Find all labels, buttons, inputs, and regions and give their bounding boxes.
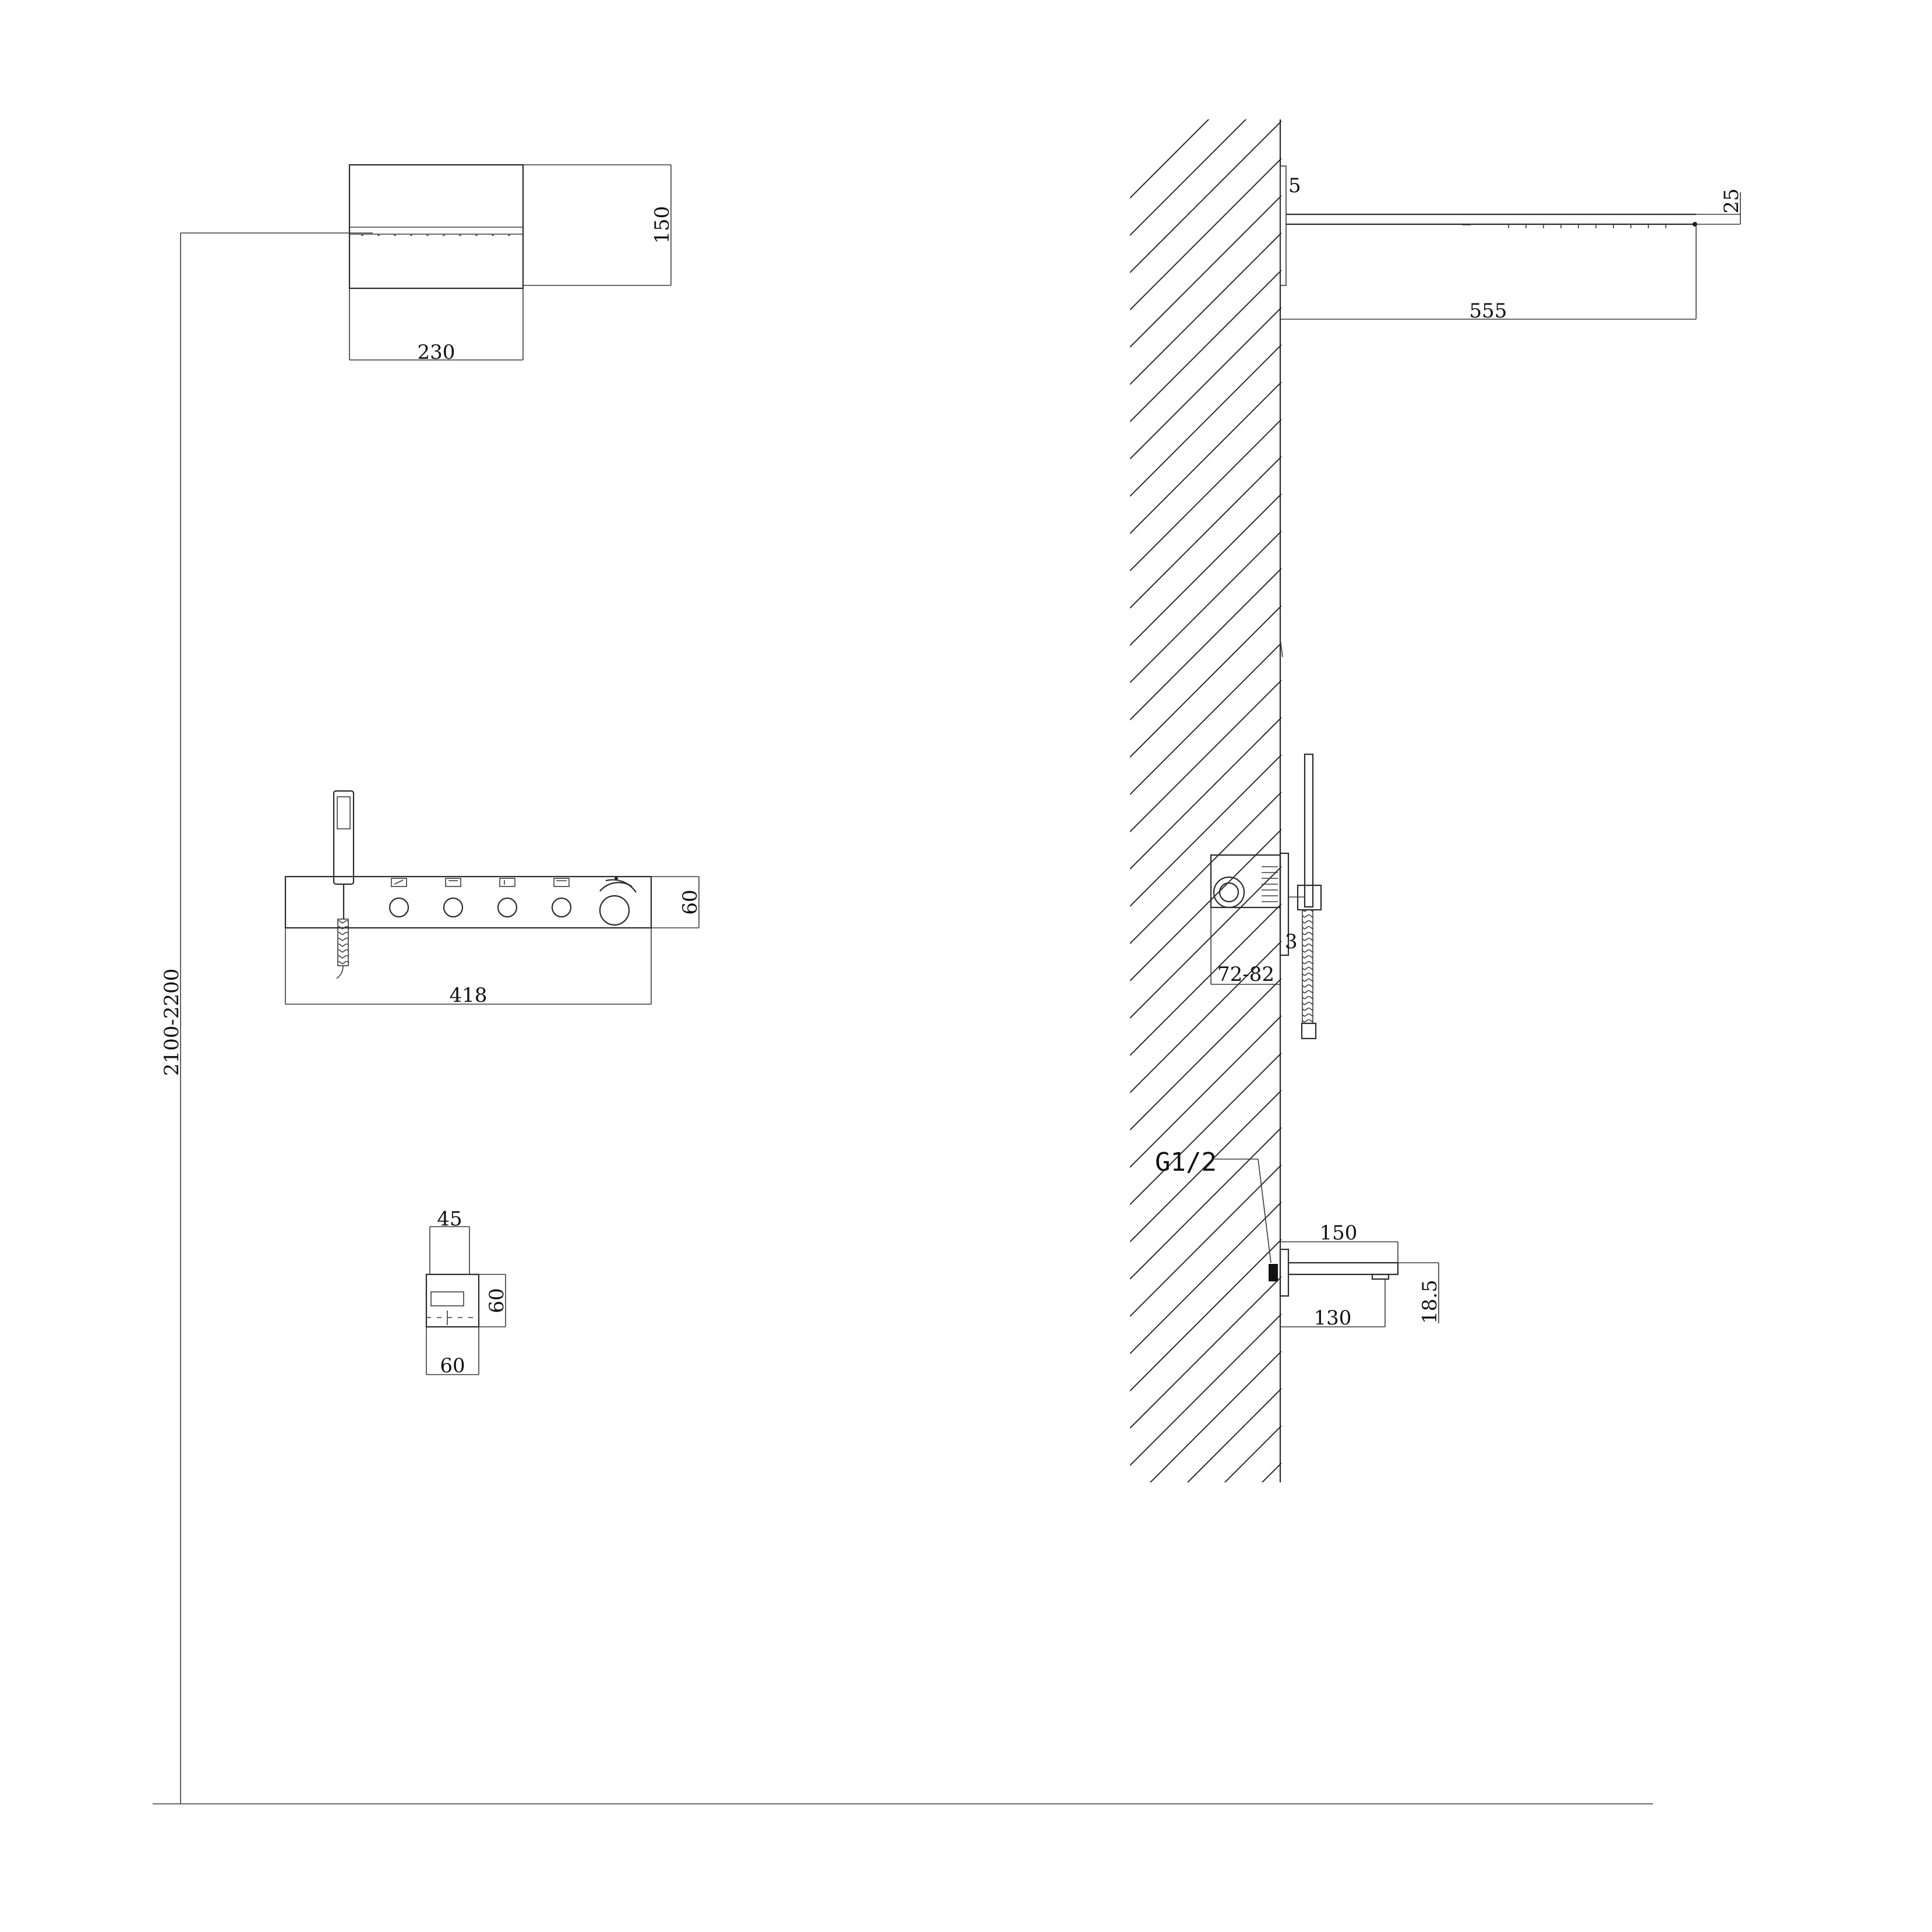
- box-depth-label: 72-82: [1217, 963, 1274, 986]
- hatch-line: [1130, 1202, 1281, 1354]
- hatch-line: [1130, 195, 1281, 348]
- hatch-line: [1261, 1463, 1281, 1482]
- hatch-line: [1130, 456, 1281, 609]
- hatch-line: [1130, 158, 1281, 310]
- control-panel-front-view: 418 60: [284, 790, 702, 1007]
- hatch-line: [1130, 307, 1281, 460]
- function-button-3[interactable]: [497, 878, 518, 918]
- hatch-line: [1130, 121, 1281, 273]
- hatch-line: [1130, 419, 1281, 571]
- hatch-line: [1130, 119, 1247, 236]
- box-gap-label: 3: [1285, 930, 1298, 953]
- head-width-label: 230: [418, 341, 455, 364]
- holder-bottom-label: 60: [440, 1354, 465, 1378]
- hatch-line: [1130, 754, 1281, 907]
- panel-height-label: 60: [679, 889, 702, 914]
- hatch-line: [1130, 1127, 1281, 1280]
- panel-width-label: 418: [450, 984, 488, 1007]
- hand-shower: [333, 790, 355, 979]
- hatch-line: [1130, 1500, 1281, 1652]
- hatch-line: [1130, 642, 1281, 795]
- hatch-line: [1130, 1090, 1281, 1242]
- hatch-line: [1130, 1650, 1281, 1801]
- hatch-line: [1130, 531, 1281, 683]
- shower-arm-side-view: 5 25 555: [1280, 165, 1743, 323]
- spout-length-label: 150: [1320, 1221, 1358, 1245]
- hatch-line: [1130, 941, 1281, 1093]
- hatch-line: [1130, 1575, 1281, 1726]
- hatch-line: [1130, 568, 1281, 720]
- hatch-line: [1130, 1687, 1281, 1838]
- shower-head-front-view: 230 150: [348, 164, 674, 364]
- function-button-1[interactable]: [388, 878, 409, 918]
- arm-plate-label: 5: [1288, 174, 1301, 197]
- hatch-line: [1130, 717, 1281, 870]
- hatch-line: [1130, 1164, 1281, 1317]
- spout-height-label: 18.5: [1418, 1280, 1442, 1324]
- function-button-2[interactable]: [443, 878, 464, 918]
- hatch-line: [1130, 605, 1281, 758]
- hatch-line: [1130, 680, 1281, 832]
- hatch-line: [1130, 493, 1281, 646]
- hatch-line: [1130, 1276, 1281, 1429]
- hatch-line: [1130, 829, 1281, 981]
- hatch-line: [1130, 382, 1281, 534]
- hatch-line: [1186, 1388, 1281, 1482]
- hatch-line: [1130, 792, 1281, 944]
- side-nozzles: [1508, 224, 1666, 228]
- thermostat-knob[interactable]: [599, 877, 637, 926]
- mount-height-dimension: 2100-2200: [160, 232, 373, 1804]
- hatch-line: [1130, 1538, 1281, 1689]
- head-thickness-label: 25: [1720, 188, 1743, 213]
- arm-projection-label: 555: [1470, 299, 1507, 323]
- hatch-line: [1130, 1313, 1281, 1466]
- hatch-line: [1130, 903, 1281, 1056]
- thread-label: G1/2: [1155, 1147, 1217, 1177]
- concealed-box-side-view: 3 72-82: [1210, 753, 1322, 1040]
- wall-outlet-front-view: 45 60 60: [425, 1207, 508, 1378]
- hatch-line: [1130, 1015, 1281, 1168]
- hatch-line: [1130, 1052, 1281, 1205]
- holder-top-label: 45: [437, 1207, 462, 1231]
- hatch-line: [1130, 232, 1281, 385]
- wall-section: [1130, 119, 1281, 1838]
- hatch-line: [1130, 270, 1281, 422]
- hatch-line: [1149, 1351, 1281, 1482]
- spout-side-view: G1/2 150 18.5 130: [1155, 1147, 1442, 1330]
- hatch-line: [1130, 866, 1281, 1019]
- holder-side-label: 60: [485, 1288, 508, 1313]
- head-depth-label: 150: [651, 206, 674, 244]
- hatch-line: [1130, 344, 1281, 497]
- box-fins: [1262, 866, 1278, 902]
- hatch-line: [1130, 1239, 1281, 1391]
- hatch-line: [1130, 1612, 1281, 1764]
- hatch-line: [1130, 978, 1281, 1131]
- mount-height-label: 2100-2200: [160, 969, 183, 1076]
- spout-outlet-label: 130: [1314, 1306, 1352, 1330]
- hatch-line: [1224, 1425, 1281, 1482]
- function-button-4[interactable]: [551, 878, 572, 918]
- hatch-line: [1130, 119, 1210, 199]
